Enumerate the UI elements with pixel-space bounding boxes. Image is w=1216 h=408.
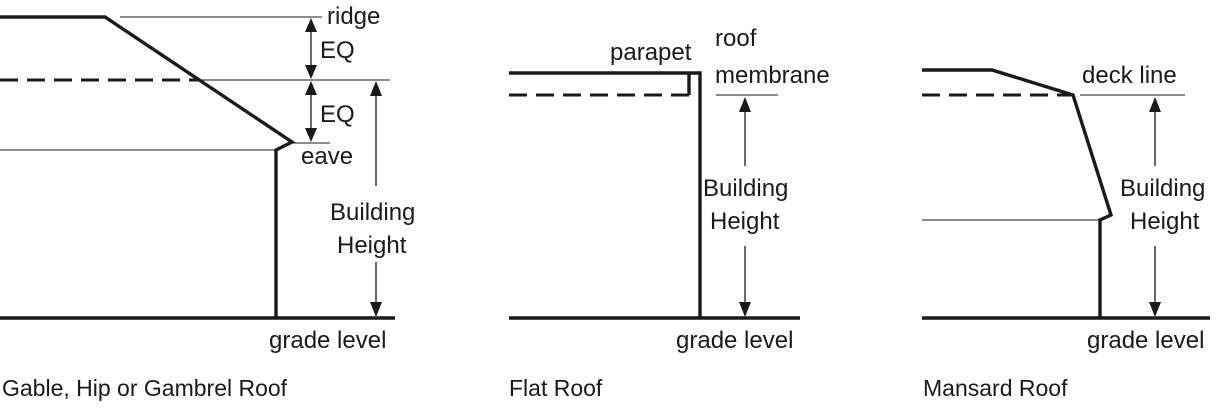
- gable-roof-outline: [0, 15, 296, 318]
- gable-caption: Gable, Hip or Gambrel Roof: [2, 375, 288, 401]
- gable-eave-label: eave: [301, 143, 353, 170]
- flat-parapet-outline: [509, 71, 702, 318]
- mansard-building-label: Building: [1120, 175, 1205, 202]
- mansard-height-label: Height: [1130, 208, 1200, 235]
- mansard-caption: Mansard Roof: [923, 375, 1068, 401]
- flat-parapet-label: parapet: [610, 39, 692, 66]
- flat-caption: Flat Roof: [509, 375, 603, 401]
- flat-roof-panel: parapet roof membrane Building Height gr…: [509, 25, 830, 401]
- flat-grade-label: grade level: [676, 327, 793, 354]
- flat-building-height-arrow: [739, 97, 751, 317]
- flat-membrane-label-line2: membrane: [715, 62, 830, 89]
- mansard-grade-label: grade level: [1087, 327, 1204, 354]
- mansard-roof-outline: [922, 68, 1114, 318]
- gable-eq-lower-arrow: [305, 81, 317, 142]
- gable-eq-upper-label: EQ: [320, 37, 355, 64]
- gable-building-height-arrow: [370, 81, 382, 317]
- gable-height-label: Height: [337, 232, 407, 259]
- flat-height-label: Height: [710, 208, 780, 235]
- mansard-building-height-arrow: [1149, 97, 1161, 317]
- flat-building-label: Building: [703, 175, 788, 202]
- mansard-deck-line-label: deck line: [1082, 62, 1177, 89]
- gable-building-label: Building: [330, 199, 415, 226]
- gable-eq-lower-label: EQ: [320, 101, 355, 128]
- gable-roof-panel: ridge EQ EQ eave Building Height grade l…: [0, 3, 415, 401]
- gable-grade-label: grade level: [269, 327, 386, 354]
- mansard-roof-panel: deck line Building Height grade level Ma…: [922, 62, 1210, 401]
- gable-eq-upper-arrow: [305, 18, 317, 79]
- flat-membrane-label-line1: roof: [715, 25, 757, 52]
- gable-ridge-label: ridge: [327, 3, 380, 30]
